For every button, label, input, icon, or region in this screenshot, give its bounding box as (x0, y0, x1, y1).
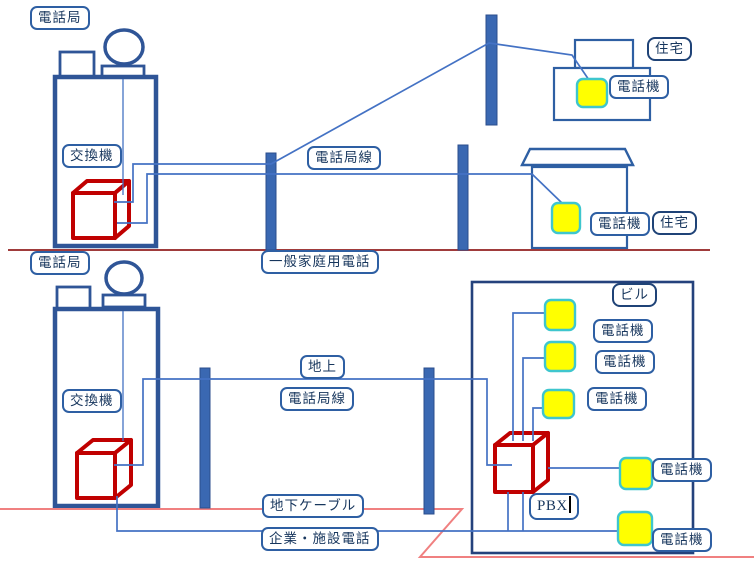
pbx-text: PBX (537, 498, 568, 514)
label-house-1: 住宅 (647, 37, 692, 61)
label-building-biru: ビル (612, 283, 657, 307)
phone-icon-building-4 (618, 456, 654, 491)
label-phone-building-1: 電話機 (593, 319, 653, 343)
underground-cable-line (116, 496, 619, 532)
exchange-cube-top (71, 179, 131, 240)
label-phone-building-4: 電話機 (652, 458, 712, 482)
ground-line-bottom (0, 508, 754, 558)
utility-pole-3 (199, 367, 211, 509)
subscriber-line-above-ground (114, 378, 512, 466)
phone-icon-house1 (575, 77, 609, 109)
office-dome-icon (103, 28, 145, 66)
label-caption-home-phone: 一般家庭用電話 (261, 250, 379, 274)
label-house-2: 住宅 (652, 211, 697, 235)
office-roofbox-icon (101, 293, 147, 309)
label-phone-house-1: 電話機 (609, 75, 669, 99)
pbx-phone1-riser (512, 312, 546, 441)
label-caption-enterprise-phone: 企業・施設電話 (261, 527, 379, 551)
label-subscriber-line-bottom: 電話局線 (280, 387, 354, 411)
label-telephone-office-bottom: 電話局 (30, 251, 90, 275)
label-underground-cable: 地下ケーブル (262, 494, 365, 518)
label-above-ground: 地上 (300, 355, 345, 379)
office-roofbox-icon (55, 285, 92, 311)
label-subscriber-line-top: 電話局線 (307, 146, 381, 170)
phone-icon-building-5 (616, 510, 654, 547)
subscriber-line-house1 (114, 42, 590, 203)
house-1-upper (573, 38, 635, 70)
label-phone-building-3: 電話機 (587, 387, 647, 411)
office-roofbox-icon (58, 50, 96, 79)
house-2-roof (520, 147, 635, 167)
exchange-cube-bottom (75, 438, 133, 500)
phone-icon-building-2 (543, 340, 577, 373)
pbx-phone3-riser (532, 407, 544, 441)
utility-pole-1 (265, 152, 277, 251)
phone-icon-building-1 (543, 298, 577, 332)
office-building-biru (470, 280, 695, 555)
label-phone-house-2: 電話機 (590, 212, 650, 236)
office-dome-icon (104, 260, 144, 296)
pbx-phone2-riser (522, 357, 546, 441)
utility-pole-2 (457, 144, 469, 251)
utility-pole-tall (485, 14, 498, 126)
utility-pole-4 (423, 367, 435, 515)
text-cursor (568, 496, 571, 513)
label-telephone-office-top: 電話局 (30, 6, 90, 30)
subscriber-line-house2 (117, 173, 564, 224)
pbx-cube (493, 431, 550, 494)
label-exchange-bottom: 交換機 (62, 389, 122, 413)
label-phone-building-2: 電話機 (595, 350, 655, 374)
label-phone-building-5: 電話機 (652, 528, 712, 552)
phone-icon-building-3 (541, 388, 576, 420)
label-exchange-top: 交換機 (62, 144, 122, 168)
label-pbx[interactable]: PBX (529, 493, 579, 520)
phone-icon-house2 (550, 201, 582, 235)
